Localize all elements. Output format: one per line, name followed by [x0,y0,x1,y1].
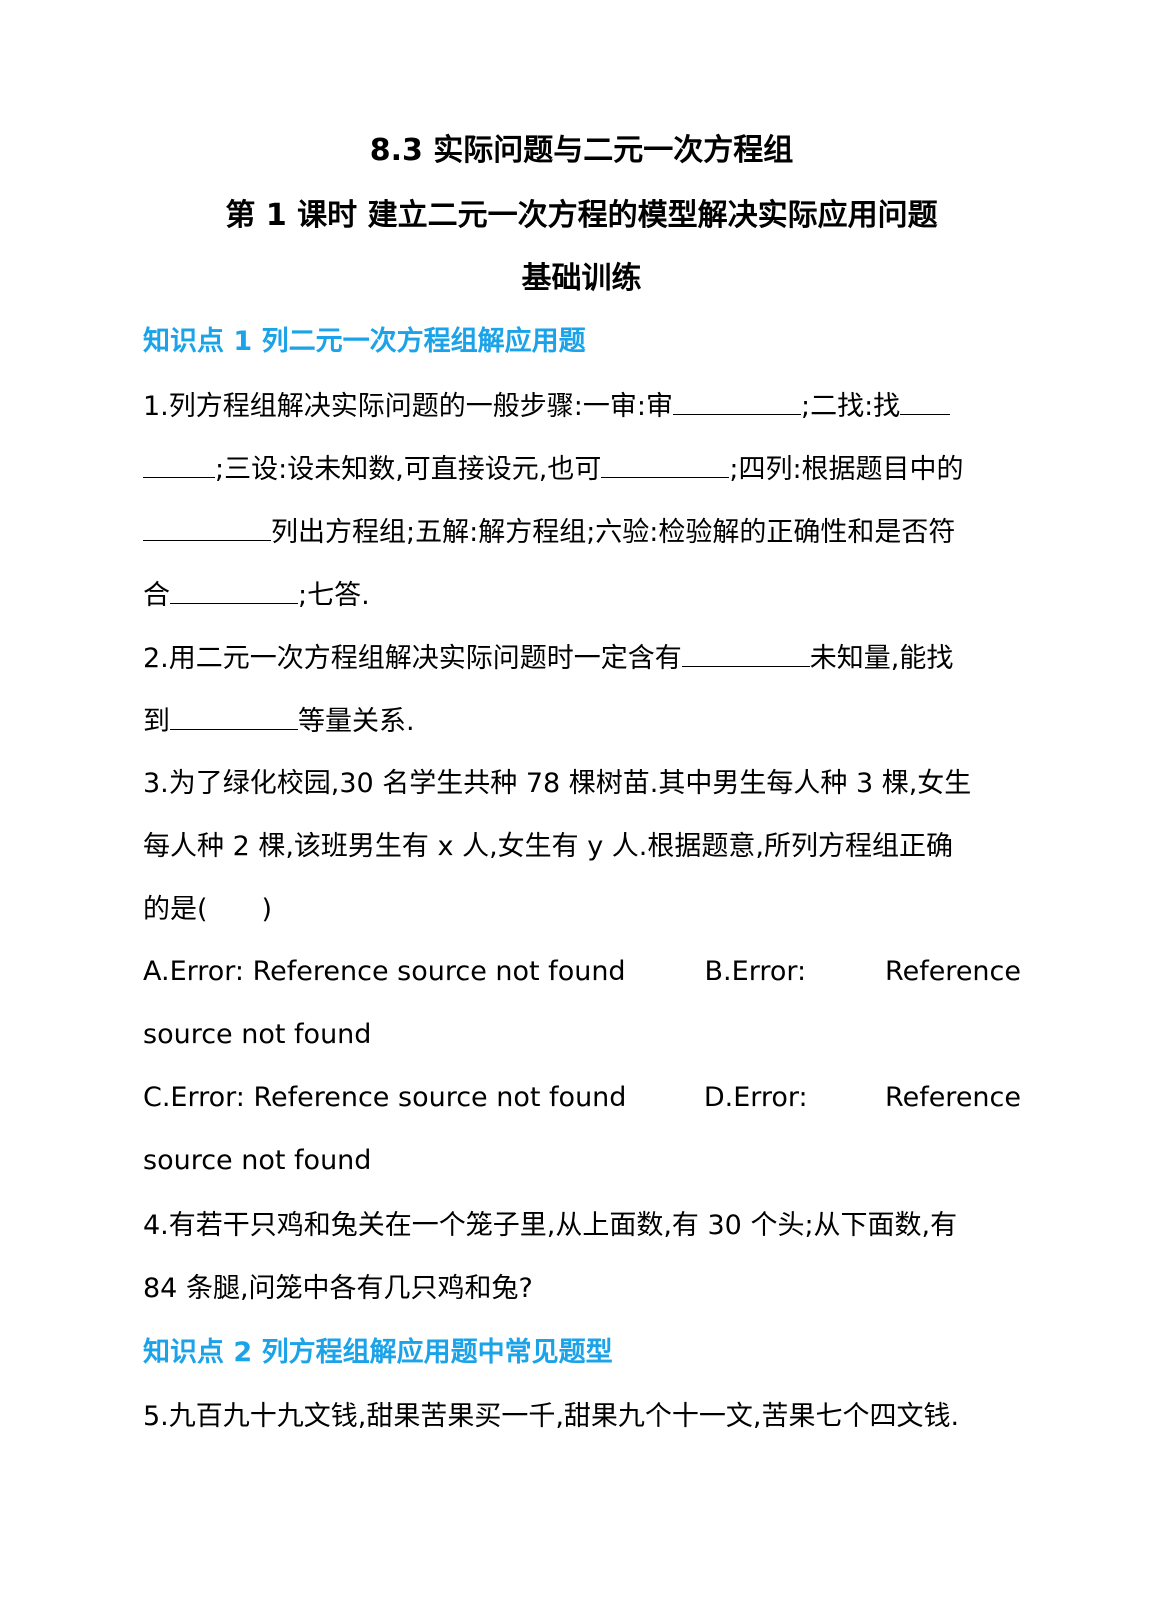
question-1-line-2: ;三设:设未知数,可直接设元,也可 ;四列:根据题目中的 [143,451,1021,488]
q2-text-a: 2.用二元一次方程组解决实际问题时一定含有 [143,643,682,674]
question-3-line-3: 的是( ) [143,894,273,925]
answer-blank [143,514,271,541]
question-3-line-1: 3.为了绿化校园,30 名学生共种 78 棵树苗.其中男生每人种 3 棵,女生 [143,768,972,799]
answer-blank [900,388,951,415]
knowledge-point-1-heading: 知识点 1 列二元一次方程组解应用题 [143,326,586,357]
option-b-continuation: source not found [143,1019,372,1050]
question-2-line-1: 2.用二元一次方程组解决实际问题时一定含有 未知量,能找 [143,640,1021,677]
lesson-subtitle: 第 1 课时 建立二元一次方程的模型解决实际应用问题 [225,198,938,233]
answer-blank [143,451,215,478]
answer-blank [170,703,298,730]
knowledge-point-2-heading: 知识点 2 列方程组解应用题中常见题型 [143,1337,613,1368]
option-row-ab: A.Error: Reference source not found B.Er… [143,954,1021,990]
option-row-cd: C.Error: Reference source not found D.Er… [143,1080,1021,1116]
option-d-prefix: D.Error: [703,1082,808,1113]
q1-text-a: 1.列方程组解决实际问题的一般步骤:一审:审 [143,391,673,422]
option-b-word: Reference [885,956,1021,987]
option-a: A.Error: Reference source not found [143,956,626,987]
question-1-line-3: 列出方程组;五解:解方程组;六验:检验解的正确性和是否符 [143,514,1021,551]
q1-text-c: ;三设:设未知数,可直接设元,也可 [215,454,602,485]
q1-text-g: ;七答. [298,580,370,611]
answer-blank [672,388,801,415]
q1-text-d: ;四列:根据题目中的 [729,454,964,485]
q1-text-b: ;二找:找 [800,391,901,422]
question-5-line-1: 5.九百九十九文钱,甜果苦果买一千,甜果九个十一文,苦果七个四文钱. [143,1401,960,1432]
q2-text-d: 等量关系. [298,706,415,737]
section-label: 基础训练 [521,261,642,296]
option-d-word: Reference [885,1082,1021,1113]
answer-blank [681,640,810,667]
question-4-line-2: 84 条腿,问笼中各有几只鸡和兔? [143,1273,533,1304]
option-d-continuation: source not found [143,1145,372,1176]
question-2-line-2: 到 等量关系. [143,703,1021,740]
question-1-line-4: 合 ;七答. [143,577,1021,614]
option-b-prefix: B.Error: [704,956,807,987]
q2-text-b: 未知量,能找 [809,643,954,674]
question-1-line-1: 1.列方程组解决实际问题的一般步骤:一审:审 ;二找:找 [143,388,1021,425]
document-title: 8.3 实际问题与二元一次方程组 [369,133,794,168]
answer-blank [601,451,730,478]
option-c: C.Error: Reference source not found [143,1082,627,1113]
question-4-line-1: 4.有若干只鸡和兔关在一个笼子里,从上面数,有 30 个头;从下面数,有 [143,1210,958,1241]
q1-text-e: 列出方程组;五解:解方程组;六验:检验解的正确性和是否符 [271,517,956,548]
q1-text-f: 合 [143,580,170,611]
answer-blank [170,577,298,604]
q2-text-c: 到 [143,706,170,737]
question-3-line-2: 每人种 2 棵,该班男生有 x 人,女生有 y 人.根据题意,所列方程组正确 [143,831,953,862]
